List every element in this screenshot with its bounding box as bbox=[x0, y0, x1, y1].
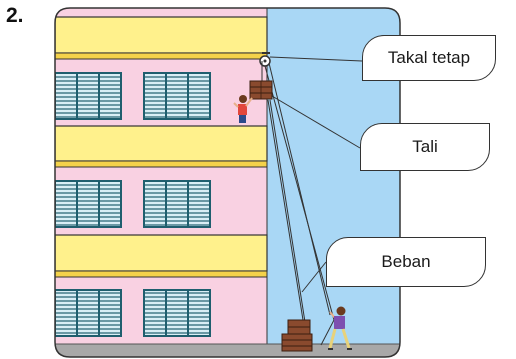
load-crates-ground bbox=[281, 319, 313, 352]
person-ground bbox=[328, 306, 352, 350]
label-fixed-pulley-text: Takal tetap bbox=[387, 48, 471, 67]
label-load-text: Beban bbox=[381, 252, 431, 271]
floor-ledge-top bbox=[55, 16, 268, 60]
window-row-1 bbox=[55, 72, 211, 120]
fixed-pulley bbox=[259, 52, 271, 67]
question-number: 2. bbox=[6, 4, 24, 27]
load-crate-lifted bbox=[249, 80, 273, 100]
rope bbox=[261, 61, 335, 346]
label-rope: Tali bbox=[360, 123, 490, 171]
window-row-2 bbox=[55, 180, 211, 228]
ground bbox=[55, 344, 400, 357]
window-row-3 bbox=[55, 289, 211, 337]
person-balcony bbox=[233, 95, 253, 123]
label-fixed-pulley: Takal tetap bbox=[362, 35, 496, 81]
illustration-frame bbox=[54, 7, 401, 358]
label-rope-text: Tali bbox=[412, 137, 438, 156]
label-load: Beban bbox=[326, 237, 486, 287]
label-leader-lines bbox=[269, 56, 363, 293]
floor-ledge-middle bbox=[55, 125, 268, 168]
floor-ledge-lower bbox=[55, 234, 268, 278]
